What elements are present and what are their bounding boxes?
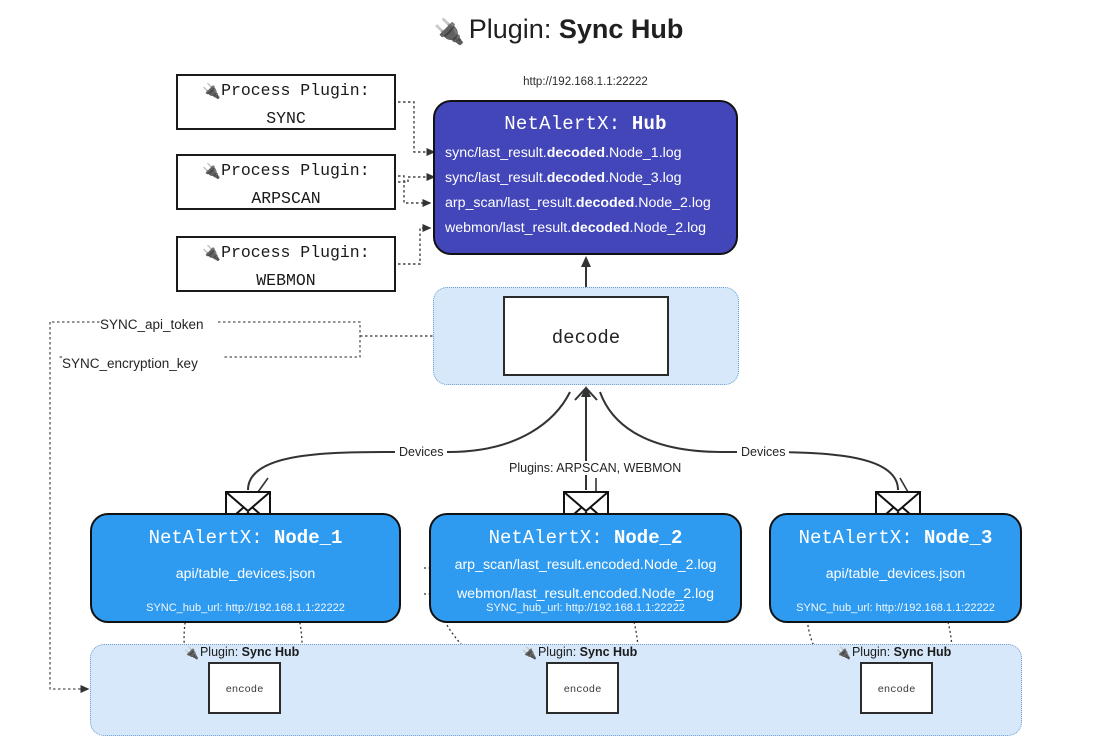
hub-url-label: http://192.168.1.1:22222 <box>523 76 648 88</box>
hub-title-prefix: NetAlertX: <box>504 113 632 135</box>
encode-plugin-prefix: Plugin: <box>199 645 242 659</box>
hub-log-line: arp_scan/last_result.decoded.Node_2.log <box>435 191 736 216</box>
plug-icon: 🔌 <box>522 646 537 660</box>
log-post: .Node_3.log <box>605 170 682 186</box>
node-line: arp_scan/last_result.encoded.Node_2.log <box>454 557 717 573</box>
node-title-prefix: NetAlertX: <box>798 527 924 549</box>
log-mid: decoded <box>575 195 635 211</box>
node-hub-url: SYNC_hub_url: http://192.168.1.1:22222 <box>796 602 995 614</box>
sync-api-token-label: SYNC_api_token <box>100 317 204 332</box>
encode-plugin-label-node-3: 🔌Plugin: Sync Hub <box>836 645 951 660</box>
edge-label-devices-left: Devices <box>395 445 448 459</box>
page-title-name: Sync Hub <box>558 14 684 44</box>
log-mid: decoded <box>571 220 630 236</box>
process-plugin-line2: WEBMON <box>256 271 316 290</box>
encode-plugin-label-node-2: 🔌Plugin: Sync Hub <box>522 645 637 660</box>
encode-plugin-prefix: Plugin: <box>537 645 580 659</box>
hub-log-line: sync/last_result.decoded.Node_1.log <box>435 141 736 166</box>
hub-log-list: sync/last_result.decoded.Node_1.log sync… <box>435 141 736 241</box>
log-pre: sync/last_result. <box>445 145 547 161</box>
encode-label: encode <box>225 684 264 696</box>
process-plugin-line1: 🔌Process Plugin: <box>178 157 394 185</box>
hub-log-line: sync/last_result.decoded.Node_3.log <box>435 166 736 191</box>
decode-box[interactable]: decode <box>503 296 669 376</box>
encode-label: encode <box>877 684 916 696</box>
encode-plugin-label-node-1: 🔌Plugin: Sync Hub <box>184 645 299 660</box>
process-plugin-box-webmon[interactable]: 🔌Process Plugin: WEBMON <box>176 236 396 292</box>
log-pre: sync/last_result. <box>445 170 547 186</box>
process-plugin-box-arpscan[interactable]: 🔌Process Plugin: ARPSCAN <box>176 154 396 210</box>
log-post: .Node_1.log <box>605 145 682 161</box>
process-plugin-label: Process Plugin: <box>221 161 370 180</box>
hub-title-name: Hub <box>631 113 667 135</box>
plug-icon: 🔌 <box>202 245 222 262</box>
node-title-prefix: NetAlertX: <box>148 527 274 549</box>
encode-plugin-prefix: Plugin: <box>851 645 894 659</box>
page-title: 🔌Plugin: Sync Hub <box>0 14 1117 47</box>
node-title: NetAlertX: Node_3 <box>771 527 1020 549</box>
node-title: NetAlertX: Node_2 <box>431 527 740 549</box>
node-box-node-1[interactable]: NetAlertX: Node_1 api/table_devices.json… <box>90 513 401 623</box>
plug-icon: 🔌 <box>184 646 199 660</box>
process-plugin-label: Process Plugin: <box>221 81 370 100</box>
node-hub-url: SYNC_hub_url: http://192.168.1.1:22222 <box>146 602 345 614</box>
encode-box-node-3[interactable]: encode <box>860 662 933 714</box>
node-line: webmon/last_result.encoded.Node_2.log <box>456 586 715 602</box>
node-title-name: Node_1 <box>274 527 343 549</box>
log-mid: decoded <box>546 145 606 161</box>
edge-label-devices-right: Devices <box>737 445 790 459</box>
edge-label-plugins: Plugins: ARPSCAN, WEBMON <box>505 461 686 475</box>
node-line: api/table_devices.json <box>825 566 966 582</box>
plug-icon: 🔌 <box>202 163 222 180</box>
plug-icon: 🔌 <box>202 83 222 100</box>
sync-encryption-key-label: SYNC_encryption_key <box>62 356 198 371</box>
encode-box-node-1[interactable]: encode <box>208 662 281 714</box>
node-box-node-2[interactable]: NetAlertX: Node_2 arp_scan/last_result.e… <box>429 513 742 623</box>
process-plugin-box-sync[interactable]: 🔌Process Plugin: SYNC <box>176 74 396 130</box>
hub-title: NetAlertX: Hub <box>435 113 736 135</box>
encode-label: encode <box>563 684 602 696</box>
hub-box[interactable]: NetAlertX: Hub sync/last_result.decoded.… <box>433 100 738 255</box>
node-line: api/table_devices.json <box>175 566 316 582</box>
encode-plugin-name: Sync Hub <box>579 645 638 659</box>
log-post: .Node_2.log <box>634 195 711 211</box>
process-plugin-line2: SYNC <box>266 109 306 128</box>
plug-icon: 🔌 <box>433 18 465 46</box>
node-title: NetAlertX: Node_1 <box>92 527 399 549</box>
encode-plugin-name: Sync Hub <box>893 645 952 659</box>
log-pre: webmon/last_result. <box>445 220 572 236</box>
log-post: .Node_2.log <box>629 220 707 236</box>
log-mid: decoded <box>546 170 606 186</box>
node-box-node-3[interactable]: NetAlertX: Node_3 api/table_devices.json… <box>769 513 1022 623</box>
node-hub-url: SYNC_hub_url: http://192.168.1.1:22222 <box>486 602 685 614</box>
node-title-name: Node_3 <box>924 527 993 549</box>
plug-icon: 🔌 <box>836 646 851 660</box>
process-plugin-line1: 🔌Process Plugin: <box>178 77 394 105</box>
hub-log-line: webmon/last_result.decoded.Node_2.log <box>435 216 736 241</box>
process-plugin-line1: 🔌Process Plugin: <box>178 239 394 267</box>
process-plugin-line2: ARPSCAN <box>251 189 321 208</box>
log-pre: arp_scan/last_result. <box>445 195 576 211</box>
decode-label: decode <box>551 327 621 349</box>
encode-plugin-name: Sync Hub <box>241 645 300 659</box>
page-title-prefix: Plugin: <box>468 14 559 44</box>
node-title-name: Node_2 <box>614 527 683 549</box>
node-title-prefix: NetAlertX: <box>488 527 614 549</box>
process-plugin-label: Process Plugin: <box>221 243 370 262</box>
encode-box-node-2[interactable]: encode <box>546 662 619 714</box>
